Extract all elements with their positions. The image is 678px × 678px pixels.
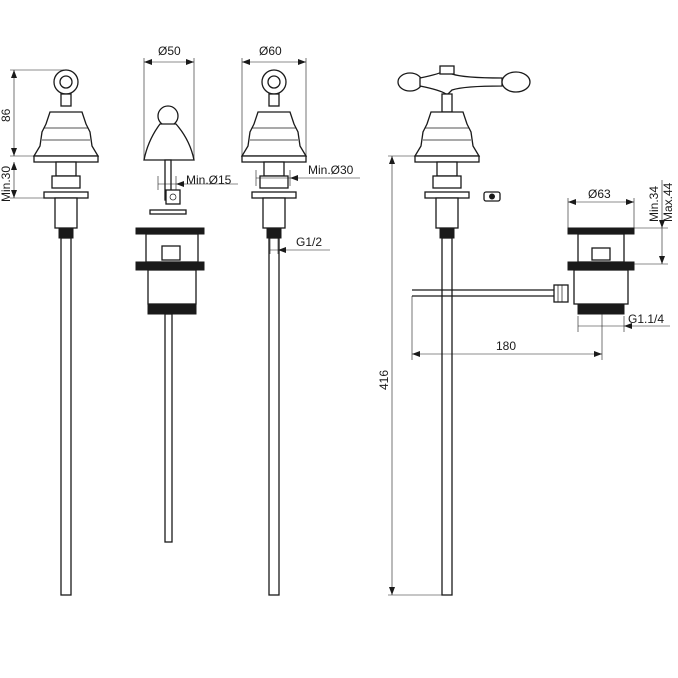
label-min-d30: Min.Ø30 xyxy=(308,163,354,177)
popup-waste-view xyxy=(135,105,205,543)
label-g12: G1/2 xyxy=(296,235,322,249)
label-l416: 416 xyxy=(377,370,391,390)
label-min15: Min.Ø15 xyxy=(186,173,232,187)
tap-side-view xyxy=(32,69,100,596)
dimension-labels: Ø50 Ø60 86 Min.30 Min.Ø15 Min.Ø30 G1/2 Ø… xyxy=(0,44,675,390)
label-max44: Max.44 xyxy=(661,182,675,222)
tap-cross-handle-view xyxy=(397,65,569,596)
label-l180: 180 xyxy=(496,339,516,353)
label-d60: Ø60 xyxy=(259,44,282,58)
label-d63: Ø63 xyxy=(588,187,611,201)
label-d50: Ø50 xyxy=(158,44,181,58)
label-min30: Min.30 xyxy=(0,166,13,202)
label-g114: G1.1/4 xyxy=(628,312,664,326)
dimension-lines xyxy=(10,58,670,596)
dimension-arrows xyxy=(11,59,665,595)
label-min34: Min.34 xyxy=(647,186,661,222)
tap-front-view xyxy=(240,69,308,596)
waste-body-view xyxy=(567,227,635,315)
label-h86: 86 xyxy=(0,108,13,122)
